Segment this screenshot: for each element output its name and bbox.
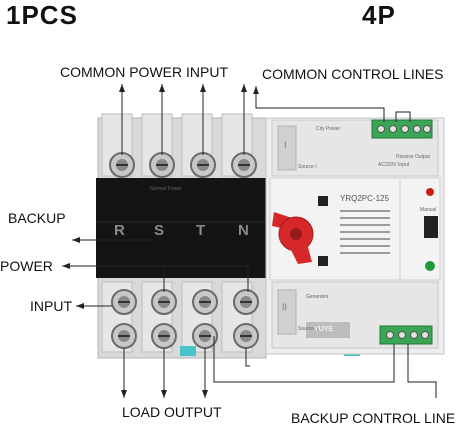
normal-power-label: Normal Power	[150, 186, 182, 192]
bottom-terminals	[111, 289, 259, 349]
top-terminals	[109, 152, 257, 178]
city-power-label: City Power	[316, 126, 341, 132]
input-voltage-label: AC220V Input	[378, 162, 410, 168]
bottom-control-terminals	[379, 325, 433, 345]
phase-s: S	[154, 222, 165, 239]
green-indicator	[425, 261, 435, 271]
black-cover	[96, 178, 268, 278]
roman-one: I	[284, 140, 287, 150]
source-ii-label: Source II	[298, 326, 319, 332]
power-label: POWER	[0, 258, 53, 274]
quantity-heading: 1PCS	[6, 0, 78, 30]
phase-r: R	[114, 222, 125, 239]
common-control-lines-label: COMMON CONTROL LINES	[262, 66, 444, 82]
rotary-handle	[272, 212, 314, 264]
brand-label: YUYE	[314, 326, 334, 333]
backup-label: BACKUP	[8, 210, 66, 226]
top-control-terminals	[371, 119, 433, 139]
manual-label: Manual	[420, 207, 437, 213]
load-output-label: LOAD OUTPUT	[122, 404, 222, 420]
phase-t: T	[196, 222, 206, 239]
phase-n: N	[238, 222, 249, 239]
red-indicator	[426, 188, 434, 196]
source-i-label: Source I	[298, 164, 317, 170]
common-power-input-label: COMMON POWER INPUT	[60, 64, 228, 80]
poles-heading: 4P	[362, 0, 396, 30]
input-label: INPUT	[30, 298, 72, 314]
passive-output-label: Passive Output	[396, 154, 430, 160]
model-label: YRQ2PC-125	[340, 194, 389, 203]
backup-control-line-label: BACKUP CONTROL LINE	[291, 410, 456, 426]
generator-label: Generator	[306, 294, 329, 300]
roman-two: II	[282, 302, 288, 312]
leader-lines	[62, 84, 437, 398]
